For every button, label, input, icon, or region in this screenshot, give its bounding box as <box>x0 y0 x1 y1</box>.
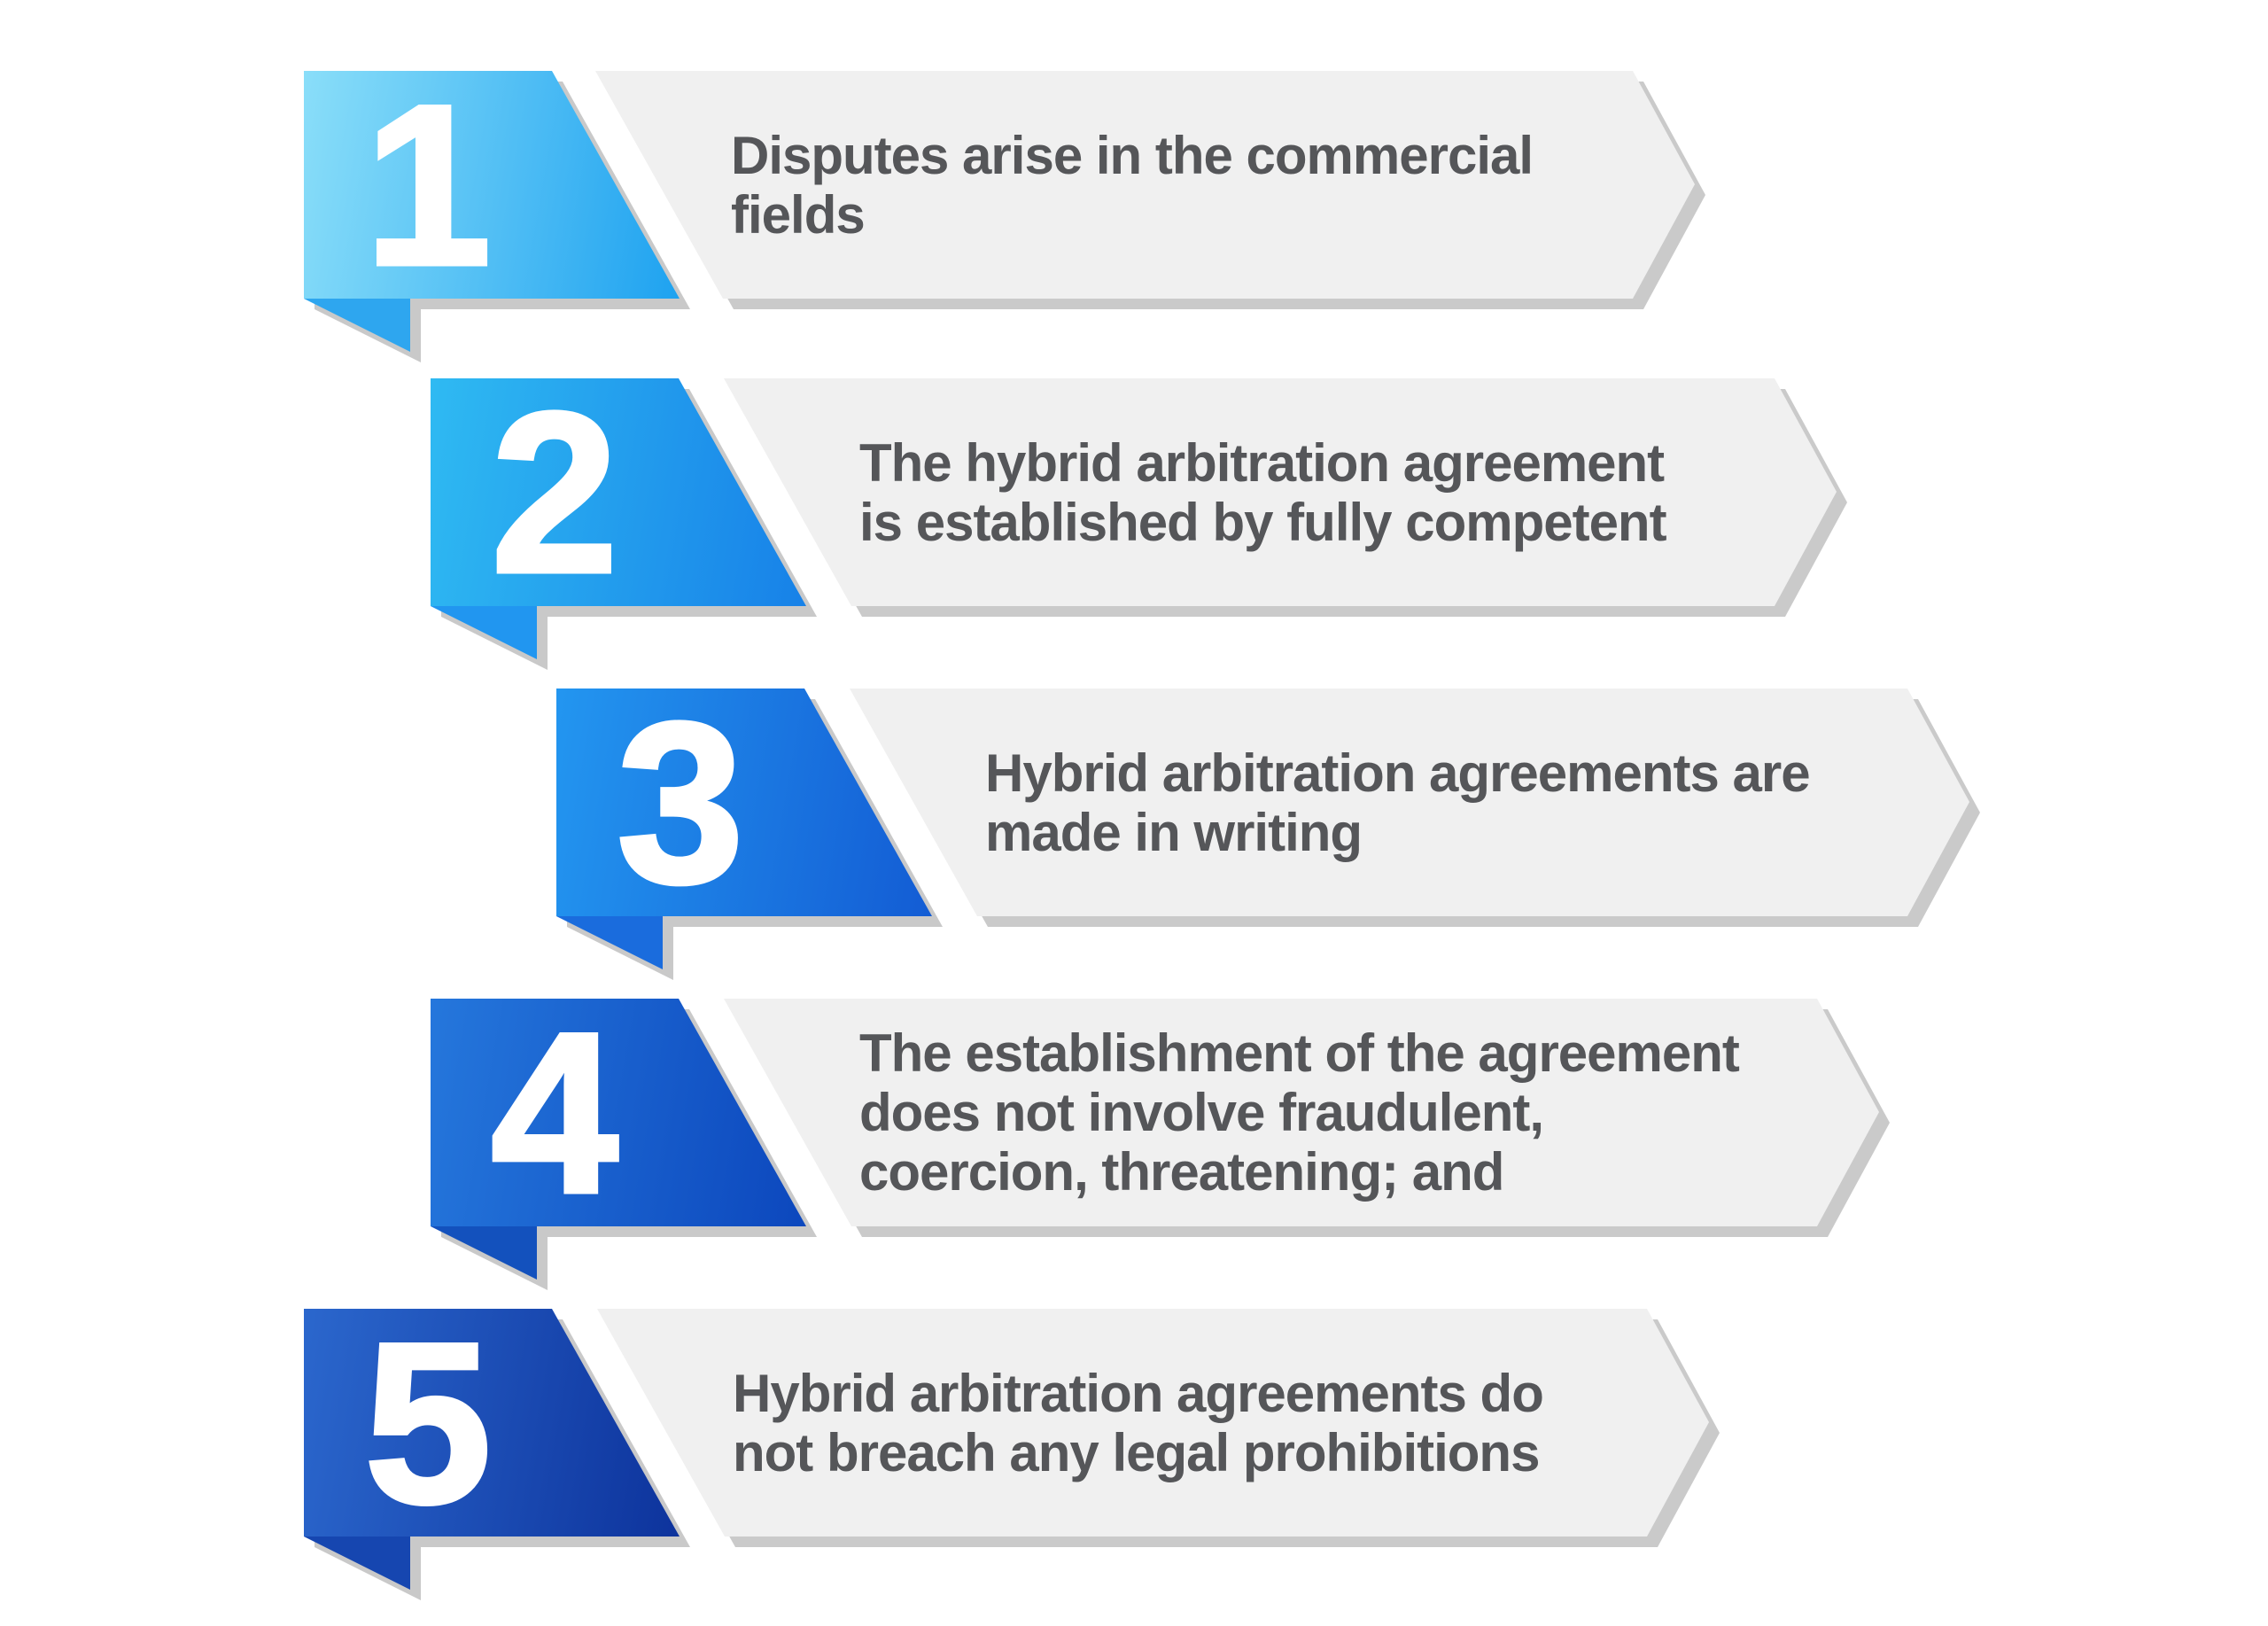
step-4-text: The establishment of the agreement does … <box>859 1023 1739 1202</box>
step-1-arrow-banner: Disputes arise in the commercial fields <box>595 71 1695 299</box>
step-2-number: 2 <box>489 363 621 620</box>
step-1-text: Disputes arise in the commercial fields <box>731 125 1534 245</box>
step-row-4: 4 The establishment of the agreement doe… <box>0 984 2268 1282</box>
step-4-ribbon: 4 <box>431 984 806 1280</box>
step-row-2: 2 The hybrid arbitration agreement is es… <box>0 363 2268 662</box>
step-1-banner-shape: Disputes arise in the commercial fields <box>595 71 1695 299</box>
step-1-number: 1 <box>362 56 494 313</box>
step-2-banner-shape: The hybrid arbitration agreement is esta… <box>724 378 1837 606</box>
step-2-arrow-banner: The hybrid arbitration agreement is esta… <box>724 378 1837 606</box>
step-4-number: 4 <box>489 984 621 1241</box>
step-5-banner-shape: Hybrid arbitration agreements do not bre… <box>597 1309 1709 1537</box>
step-5-arrow-banner: Hybrid arbitration agreements do not bre… <box>597 1309 1709 1537</box>
step-5-text: Hybrid arbitration agreements do not bre… <box>733 1363 1543 1482</box>
step-4-banner-shape: The establishment of the agreement does … <box>724 999 1879 1226</box>
step-3-banner-shape: Hybrid arbitration agreements are made i… <box>850 689 1969 916</box>
step-row-3: 3 Hybrid arbitration agreements are made… <box>0 673 2268 972</box>
step-5-number: 5 <box>362 1294 494 1551</box>
step-3-ribbon: 3 <box>556 673 932 969</box>
step-4-arrow-banner: The establishment of the agreement does … <box>724 999 1879 1226</box>
step-3-number: 3 <box>615 673 747 930</box>
step-5-ribbon: 5 <box>304 1294 680 1590</box>
step-3-arrow-banner: Hybrid arbitration agreements are made i… <box>850 689 1969 916</box>
step-3-text: Hybrid arbitration agreements are made i… <box>985 743 1810 862</box>
step-2-text: The hybrid arbitration agreement is esta… <box>859 432 1666 552</box>
step-row-1: 1 Disputes arise in the commercial field… <box>0 56 2268 354</box>
step-2-ribbon: 2 <box>431 363 806 659</box>
step-row-5: 5 Hybrid arbitration agreements do not b… <box>0 1294 2268 1592</box>
